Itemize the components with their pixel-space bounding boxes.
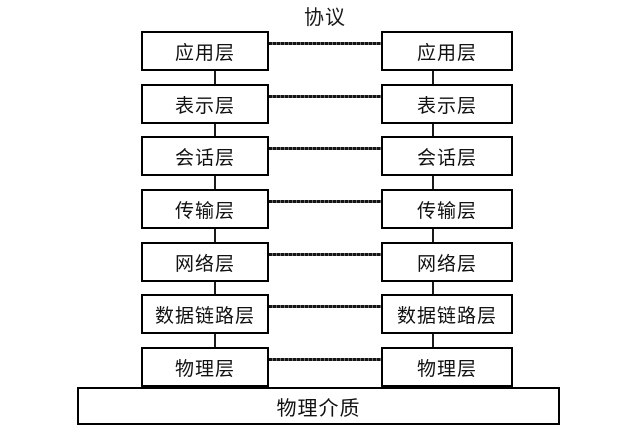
layer-box-right-application: 应用层 <box>381 31 513 71</box>
layer-box-left-datalink: 数据链路层 <box>141 294 269 334</box>
stack-connector-left-4 <box>214 229 216 242</box>
layer-box-left-transport: 传输层 <box>141 189 269 229</box>
protocol-line-datalink <box>269 305 381 308</box>
protocol-line-physical <box>269 358 381 361</box>
protocol-title: 协议 <box>304 5 346 29</box>
layer-box-right-transport: 传输层 <box>381 189 513 229</box>
protocol-line-network <box>269 253 381 256</box>
stack-connector-right-3 <box>432 176 434 189</box>
layer-box-right-network: 网络层 <box>381 242 513 282</box>
layer-box-left-session: 会话层 <box>141 136 269 176</box>
layer-box-left-network: 网络层 <box>141 242 269 282</box>
physical-medium-box: 物理介质 <box>77 387 560 425</box>
stack-connector-left-5 <box>214 282 216 294</box>
layer-box-right-session: 会话层 <box>381 136 513 176</box>
protocol-line-transport <box>269 200 381 203</box>
protocol-line-application <box>269 42 381 45</box>
layer-box-right-presentation: 表示层 <box>381 84 513 124</box>
stack-connector-right-4 <box>432 229 434 242</box>
protocol-line-presentation <box>269 95 381 98</box>
stack-connector-left-3 <box>214 176 216 189</box>
protocol-line-session <box>269 147 381 150</box>
layer-box-right-datalink: 数据链路层 <box>381 294 513 334</box>
stack-connector-left-2 <box>214 124 216 136</box>
stack-connector-right-1 <box>432 71 434 84</box>
layer-box-left-application: 应用层 <box>141 31 269 71</box>
stack-connector-left-1 <box>214 71 216 84</box>
stack-connector-left-6 <box>214 334 216 347</box>
stack-connector-right-5 <box>432 282 434 294</box>
layer-box-left-presentation: 表示层 <box>141 84 269 124</box>
layer-box-right-physical: 物理层 <box>381 347 513 387</box>
layer-box-left-physical: 物理层 <box>141 347 269 387</box>
stack-connector-right-2 <box>432 124 434 136</box>
stack-connector-right-6 <box>432 334 434 347</box>
